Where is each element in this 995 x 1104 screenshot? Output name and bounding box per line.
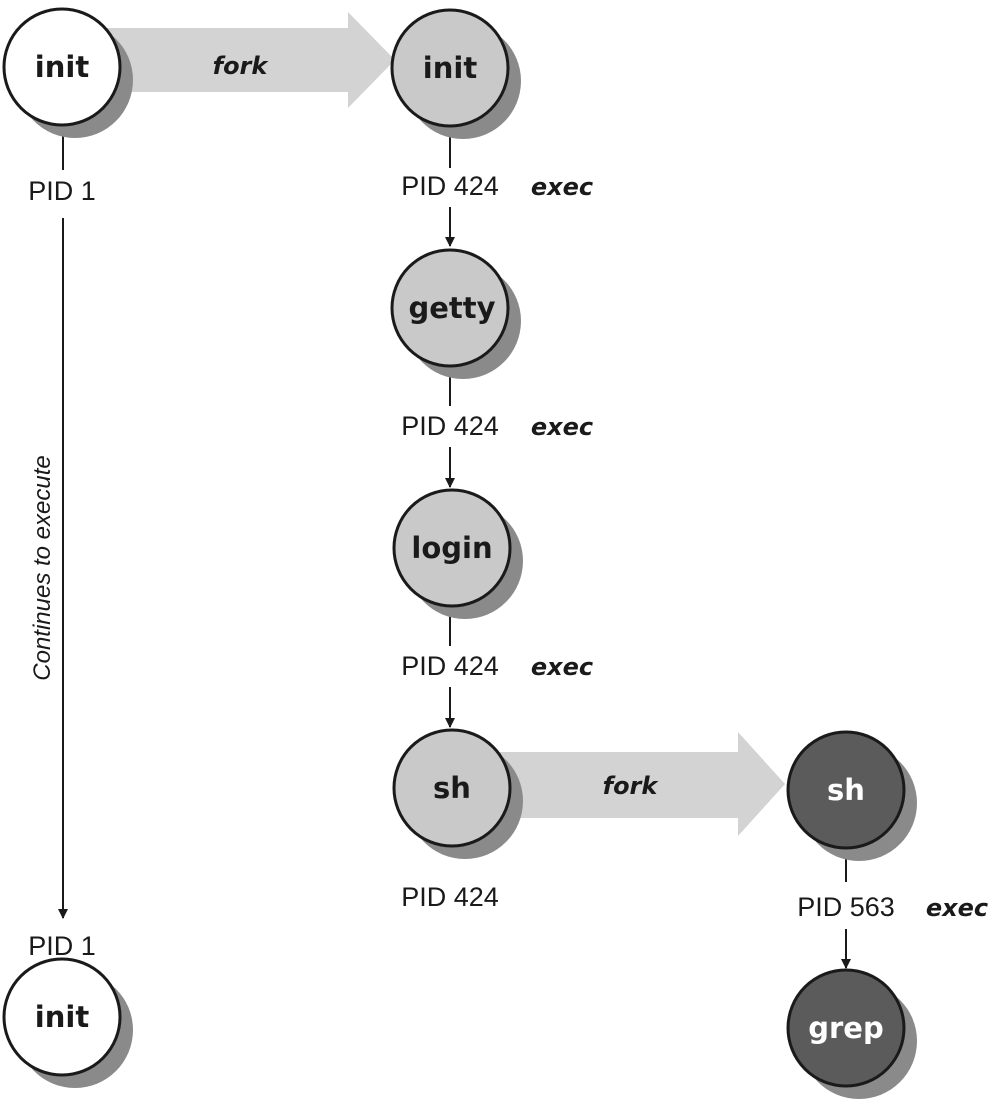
node-label: init bbox=[35, 50, 90, 84]
node-init-child: init bbox=[390, 8, 521, 139]
node-circle bbox=[390, 248, 510, 368]
node-circle bbox=[2, 957, 122, 1077]
node-init-bottom: init bbox=[2, 957, 133, 1088]
exec-label-4: exec bbox=[926, 894, 988, 922]
pid-init-top: PID 1 bbox=[28, 176, 96, 206]
node-init-top: init bbox=[2, 7, 133, 138]
pid-login: PID 424 bbox=[401, 651, 499, 681]
pid-sh-child: PID 563 bbox=[797, 892, 895, 922]
pid-getty: PID 424 bbox=[401, 411, 499, 441]
exec-label-1: exec bbox=[531, 173, 593, 201]
fork-arrow-top bbox=[95, 12, 395, 108]
node-label: getty bbox=[408, 291, 495, 325]
pid-sh: PID 424 bbox=[401, 882, 499, 912]
node-circle bbox=[786, 968, 906, 1088]
exec-label-2: exec bbox=[531, 413, 593, 441]
node-label: sh bbox=[827, 773, 865, 807]
exec-label-3: exec bbox=[531, 653, 593, 681]
fork-arrow-bottom bbox=[485, 732, 785, 836]
node-circle bbox=[786, 730, 906, 850]
node-label: init bbox=[423, 51, 478, 85]
fork-label-bottom: fork bbox=[603, 772, 660, 800]
pid-init-child: PID 424 bbox=[401, 171, 499, 201]
node-label: sh bbox=[433, 771, 471, 805]
node-circle bbox=[392, 488, 512, 608]
node-label: login bbox=[411, 531, 492, 565]
fork-label-top: fork bbox=[213, 52, 270, 80]
node-circle bbox=[2, 7, 122, 127]
node-sh-child: sh bbox=[786, 730, 917, 861]
node-getty: getty bbox=[390, 248, 521, 379]
node-circle bbox=[390, 8, 510, 128]
node-label: init bbox=[35, 1000, 90, 1034]
pid-init-bottom: PID 1 bbox=[28, 931, 96, 961]
node-sh: sh bbox=[392, 728, 523, 859]
node-label: grep bbox=[808, 1011, 884, 1045]
node-login: login bbox=[392, 488, 523, 619]
node-circle bbox=[392, 728, 512, 848]
node-grep: grep bbox=[786, 968, 917, 1099]
continues-label: Continues to execute bbox=[29, 455, 56, 680]
